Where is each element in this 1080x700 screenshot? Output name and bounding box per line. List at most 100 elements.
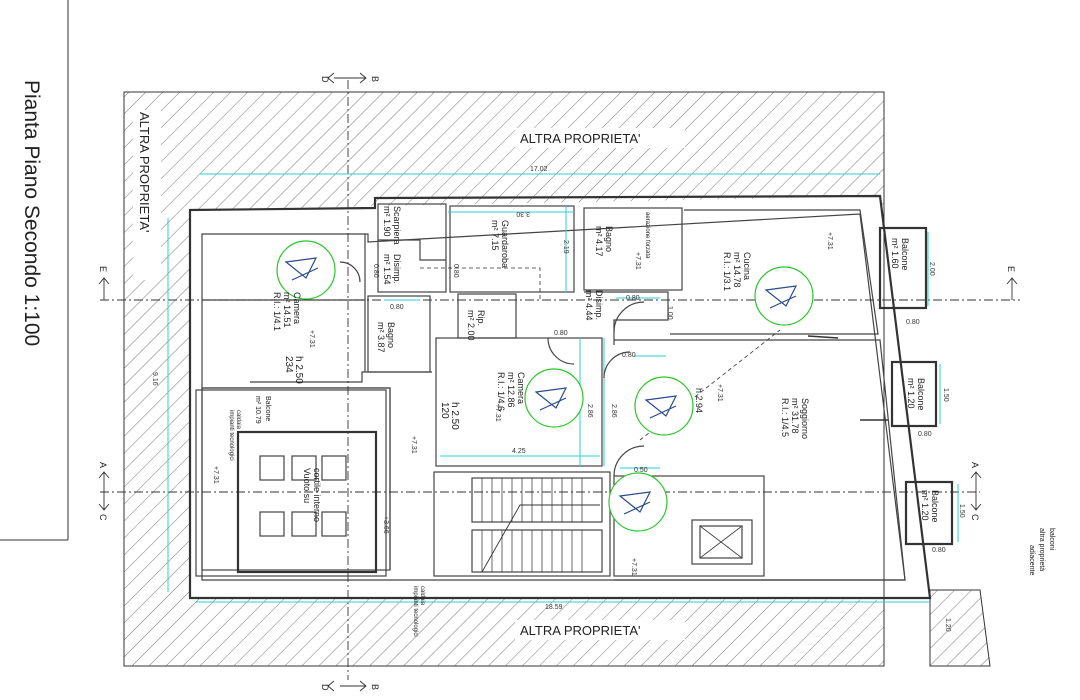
dim-080a: 0.80	[372, 264, 379, 278]
dim-080h: 0.80	[918, 431, 932, 438]
dim-200: 2.00	[928, 262, 935, 276]
camera2-h1: h 2.50	[449, 402, 460, 430]
stair-level-1: +7.31	[410, 436, 417, 454]
balcone-main-area: m² 10.79	[254, 396, 261, 424]
camera1-level: +7.31	[308, 330, 315, 348]
dim-219: 2.19	[562, 240, 569, 254]
section-b-top: B	[370, 76, 380, 82]
room-labels: Camera m² 14.51 R.I.: 1/4.1 +7.31 h 2.50…	[212, 206, 940, 637]
label-right-note-1: balconi	[1048, 528, 1055, 551]
disimp2-area: m² 4.44	[584, 290, 594, 321]
vuoto-line2: cortile interno	[312, 468, 322, 522]
camera1-ri: R.I.: 1/4.1	[272, 292, 282, 331]
dim-100: 1.00	[666, 306, 673, 320]
dim-050: 0.50	[634, 467, 648, 474]
cucina-area: m² 14.78	[732, 252, 742, 288]
cucina-level: +7.31	[826, 232, 833, 250]
sheet-title: Pianta Piano Secondo 1:100	[20, 80, 43, 346]
camera2-area: m² 12.86	[506, 372, 516, 408]
disimp1-name: Disimp.	[392, 254, 402, 284]
section-c-left: C	[98, 514, 108, 521]
balcone1-name: Balcone	[900, 238, 910, 271]
partitions	[195, 203, 906, 581]
impianti1-level: +7.31	[212, 466, 219, 484]
section-e-right: E	[1006, 266, 1016, 272]
impianti2-sub: caldaia	[419, 586, 425, 606]
dim-080f: 0.80	[622, 352, 636, 359]
camera2-level: +7.31	[494, 404, 501, 422]
courtyard-windows	[259, 455, 347, 537]
cucina-ri: R.I.: 1/3.1	[722, 252, 732, 291]
section-a-left: A	[98, 462, 108, 468]
scarpiera-area: m² 1.90	[382, 206, 392, 237]
dim-bottom: 18.59	[545, 604, 563, 611]
label-right-note-3: adiacente	[1028, 545, 1035, 575]
balcone1-area: m² 1.60	[890, 238, 900, 269]
guardaroba-name: Guardaroba	[500, 220, 510, 268]
impianti1-sub: caldaia	[235, 410, 241, 430]
vuoto-line1: Vuoto su	[302, 468, 312, 503]
dim-150b: 1.50	[958, 504, 965, 518]
section-d-top: D	[320, 76, 330, 83]
camera2-ri: R.I.: 1/4.6	[496, 372, 506, 411]
soggiorno-h: h 2.94	[694, 388, 704, 413]
lift-shaft	[691, 519, 753, 565]
label-left-property: ALTRA PROPRIETA'	[137, 112, 152, 232]
dim-top: 17.02	[530, 166, 548, 173]
stair-level-2: +7.31	[630, 558, 637, 576]
dim-080e: 0.80	[554, 330, 568, 337]
view-markers	[276, 240, 814, 532]
bagno1-name: Bagno	[386, 322, 396, 348]
camera1-area: m² 14.51	[282, 292, 292, 328]
balcone2-name: Balcone	[916, 378, 926, 411]
camera1-h1: h 2.50	[293, 356, 304, 384]
neighbour-hatch	[123, 91, 991, 667]
neighbour-labels: ALTRA PROPRIETA' ALTRA PROPRIETA' ALTRA …	[133, 110, 1055, 640]
rip-name: Rip.	[476, 310, 486, 326]
soggiorno-area: m² 31.78	[790, 398, 800, 434]
disimp1-area: m² 1.54	[382, 254, 392, 285]
soggiorno-level: +7.31	[716, 384, 723, 402]
dim-330: 3.30	[516, 210, 530, 217]
rip-area: m² 2.00	[466, 310, 476, 341]
bagno2-name: Bagno	[604, 226, 614, 252]
bagno2-area: m² 4.17	[594, 226, 604, 257]
photo-marker-soggiorno	[634, 376, 694, 436]
disimp2-name: Disimp.	[594, 290, 604, 320]
label-bottom-property: ALTRA PROPRIETA'	[520, 623, 640, 638]
camera2-h2: 120	[439, 402, 450, 419]
camera1-h2: 234	[283, 356, 294, 373]
section-axes	[98, 72, 1020, 692]
guardaroba-area: m² 7.15	[490, 220, 500, 251]
camera1-name: Camera	[292, 292, 302, 324]
dimension-lines	[167, 173, 959, 603]
section-b-bottom: B	[370, 684, 380, 690]
dim-080b: 0.80	[390, 304, 404, 311]
photo-marker-camera2	[524, 368, 584, 428]
camera2-name: Camera	[516, 372, 526, 404]
label-right-note-2: altra proprietà	[1038, 528, 1045, 571]
dimension-labels: 17.02 18.59 9.16 3.30 2.19 0.80 0.80 0.8…	[151, 166, 965, 632]
dim-150a: 1.50	[942, 388, 949, 402]
photo-marker-cucina	[754, 266, 814, 326]
cucina-name: Cucina	[742, 252, 752, 280]
doors	[339, 261, 888, 477]
dim-080i: 0.80	[932, 547, 946, 554]
section-a-right: A	[970, 462, 980, 468]
section-c-right: C	[970, 514, 980, 521]
dim-120: 1.20	[944, 618, 951, 632]
section-labels: D B D B E E A C A C	[98, 76, 1016, 691]
vuoto-level: +3.66	[382, 516, 389, 534]
bagno1-area: m² 3.87	[376, 322, 386, 353]
balcone2-area: m² 1.20	[906, 378, 916, 409]
dim-080c: 0.80	[452, 264, 459, 278]
dim-080d: 0.80	[626, 295, 640, 302]
bagno2-vent: aerazione forzata	[644, 212, 650, 259]
photo-marker-camera	[276, 240, 336, 300]
balcone3-area: m² 1.20	[920, 490, 930, 521]
section-e-left: E	[98, 266, 108, 272]
dim-425: 4.25	[512, 448, 526, 455]
label-top-property: ALTRA PROPRIETA'	[520, 131, 640, 146]
soggiorno-ri: R.I.: 1/4.5	[780, 398, 790, 437]
